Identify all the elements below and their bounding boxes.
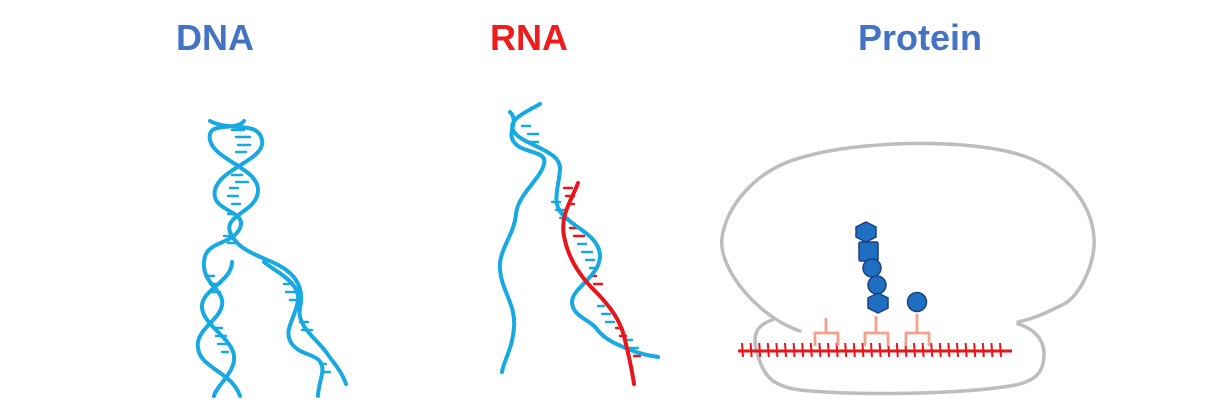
codon-tick	[749, 342, 753, 358]
codon-tick	[973, 342, 977, 358]
codon-tick	[913, 342, 916, 358]
codon-tick	[775, 342, 779, 358]
codon-tick	[947, 342, 951, 358]
codon-tick	[990, 342, 994, 358]
dna-strand-b	[207, 119, 348, 386]
codon-tick	[818, 342, 822, 358]
codon-tick	[930, 342, 934, 358]
rna-template-strand-right	[510, 102, 660, 359]
codon-tick	[938, 342, 942, 358]
amino-acid-square	[858, 241, 879, 262]
dna-strand-d	[262, 260, 325, 398]
codon-tick	[964, 342, 968, 358]
codon-tick	[878, 342, 882, 358]
trna-molecules	[813, 314, 931, 346]
rna-transcript	[561, 181, 636, 386]
dna-strand-a	[195, 119, 265, 398]
amino-acid-hexagon-bottom	[867, 292, 889, 314]
rna-transcription-icon	[497, 102, 660, 386]
ribosome-small-subunit	[753, 318, 1046, 396]
codon-tick	[801, 342, 805, 358]
amino-acid-circle-1	[862, 258, 882, 278]
polypeptide-chain	[855, 221, 928, 314]
rna-template-strand-left	[497, 110, 547, 374]
codon-tick	[956, 342, 959, 358]
codon-tick	[870, 342, 873, 358]
mrna-codons	[741, 342, 1002, 358]
amino-acid-hexagon-top	[855, 221, 877, 243]
trna-left	[813, 318, 840, 346]
rna-base-pairs	[520, 124, 642, 358]
codon-tick	[895, 342, 899, 358]
ribosome-large-subunit	[720, 141, 1096, 333]
codon-tick	[844, 342, 848, 358]
amino-acid-free	[906, 291, 928, 313]
protein-label: Protein	[857, 17, 982, 58]
trna-right	[904, 314, 931, 346]
codon-tick	[921, 342, 925, 358]
codon-tick	[999, 342, 1002, 358]
codon-tick	[852, 342, 856, 358]
trna-middle	[863, 316, 890, 346]
codon-tick	[809, 342, 813, 358]
codon-tick	[766, 342, 770, 358]
codon-tick	[784, 342, 787, 358]
dna-strand-c	[200, 260, 237, 398]
dna-helix-icon	[195, 119, 348, 398]
codon-tick	[827, 342, 830, 358]
rna-label: RNA	[490, 17, 568, 58]
codon-tick	[792, 342, 796, 358]
codon-tick	[981, 342, 985, 358]
dna-label: DNA	[176, 17, 254, 58]
codon-tick	[758, 342, 762, 358]
codon-tick	[741, 342, 744, 358]
ribosome-translation-icon	[720, 141, 1096, 396]
amino-acid-circle-2	[867, 275, 887, 295]
codon-tick	[861, 342, 865, 358]
